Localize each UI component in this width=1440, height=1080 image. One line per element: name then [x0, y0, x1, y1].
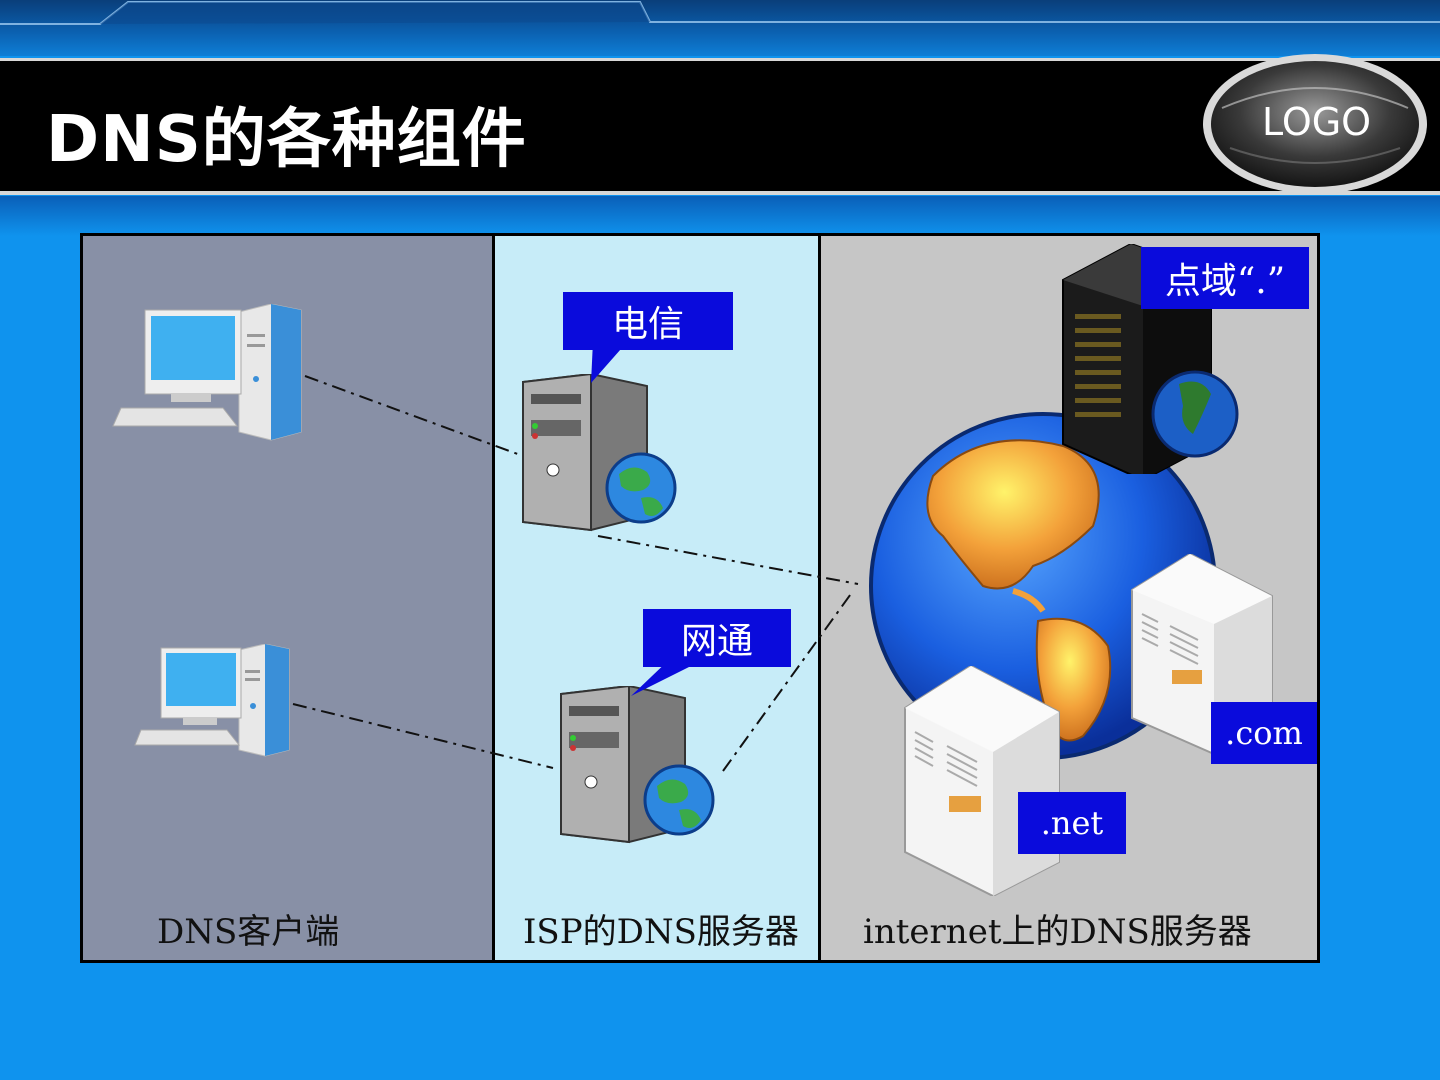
- link-telecom-internet: [597, 535, 859, 585]
- connection-lines: [292, 375, 859, 772]
- isp-server-icon: [560, 686, 715, 844]
- link-client-1-telecom: [304, 375, 524, 457]
- header-under-band: [0, 196, 1440, 236]
- client-computer-icon: [134, 644, 290, 757]
- slide-title: DNS的各种组件: [46, 103, 527, 177]
- internet-dns-label: internet上的DNS服务器: [863, 912, 1252, 952]
- logo-badge: [1203, 54, 1427, 194]
- title-bar: [0, 58, 1440, 195]
- net-server-icon: [904, 666, 1060, 896]
- netcom-label: 网通: [643, 609, 791, 667]
- root-server-icon: [1062, 244, 1239, 474]
- net-domain-label: .net: [1018, 792, 1126, 854]
- link-client-2-netcom: [292, 703, 554, 769]
- isp-dns-label: ISP的DNS服务器: [523, 912, 799, 952]
- logo-text: LOGO: [1262, 100, 1372, 144]
- header-tab-shape: [0, 0, 1440, 25]
- internet-globe-icon: [869, 412, 1217, 760]
- telecom-label: 电信: [563, 292, 733, 350]
- root-domain-label: 点域“.”: [1141, 247, 1309, 309]
- dns-diagram: 电信 网通 点域“.” .com: [80, 233, 1320, 963]
- isp-server-icon: [522, 374, 677, 532]
- callout-pointer: [591, 341, 628, 383]
- dns-clients-label: DNS客户端: [157, 912, 340, 952]
- panel-isp-dns-servers: [495, 236, 821, 960]
- link-netcom-internet: [722, 590, 854, 772]
- com-domain-label: .com: [1211, 702, 1317, 764]
- client-computer-icon: [112, 304, 302, 441]
